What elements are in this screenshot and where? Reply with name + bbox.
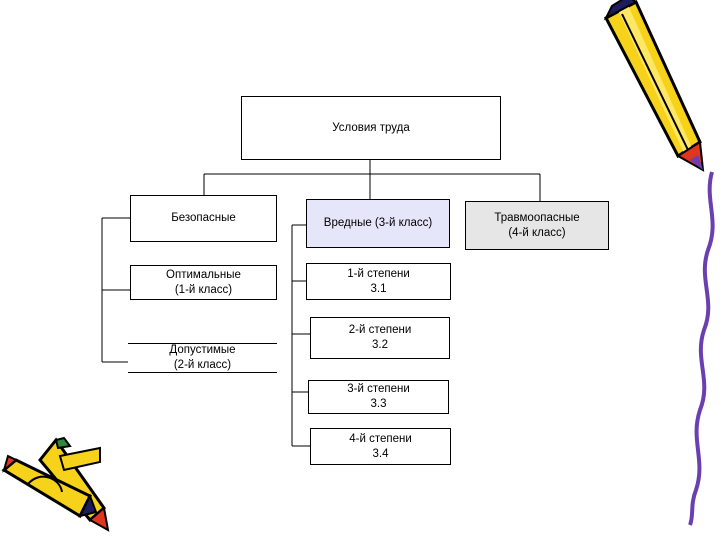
crossed-pencils-icon — [4, 438, 108, 530]
wavy-border — [690, 172, 713, 525]
pencil-icon — [606, 0, 703, 170]
